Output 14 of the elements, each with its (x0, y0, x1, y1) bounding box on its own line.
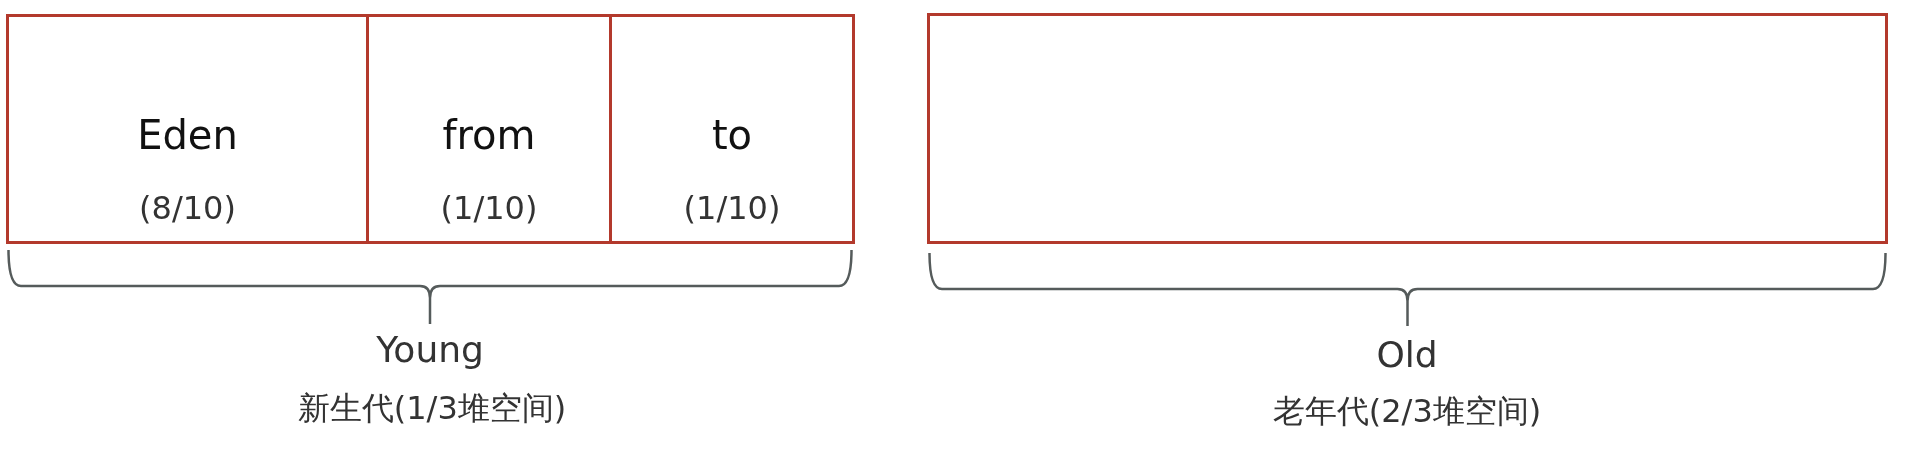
region-name: to (711, 111, 753, 159)
heap-region-box (6, 14, 369, 244)
generation-label: Young (376, 328, 484, 372)
region-name: from (442, 111, 536, 159)
heap-share-label: 新生代(1/3堆空间) (297, 388, 567, 428)
generation-label: Old (1376, 333, 1438, 377)
region-ratio: (1/10) (440, 189, 538, 228)
heap-region-box (609, 14, 855, 244)
region-name: Eden (137, 111, 238, 159)
region-ratio: (8/10) (139, 189, 236, 228)
heap-share-label: 老年代(2/3堆空间) (1272, 391, 1542, 431)
heap-region-box (927, 13, 1888, 244)
region-ratio: (1/10) (683, 189, 781, 228)
heap-region-box (366, 14, 612, 244)
